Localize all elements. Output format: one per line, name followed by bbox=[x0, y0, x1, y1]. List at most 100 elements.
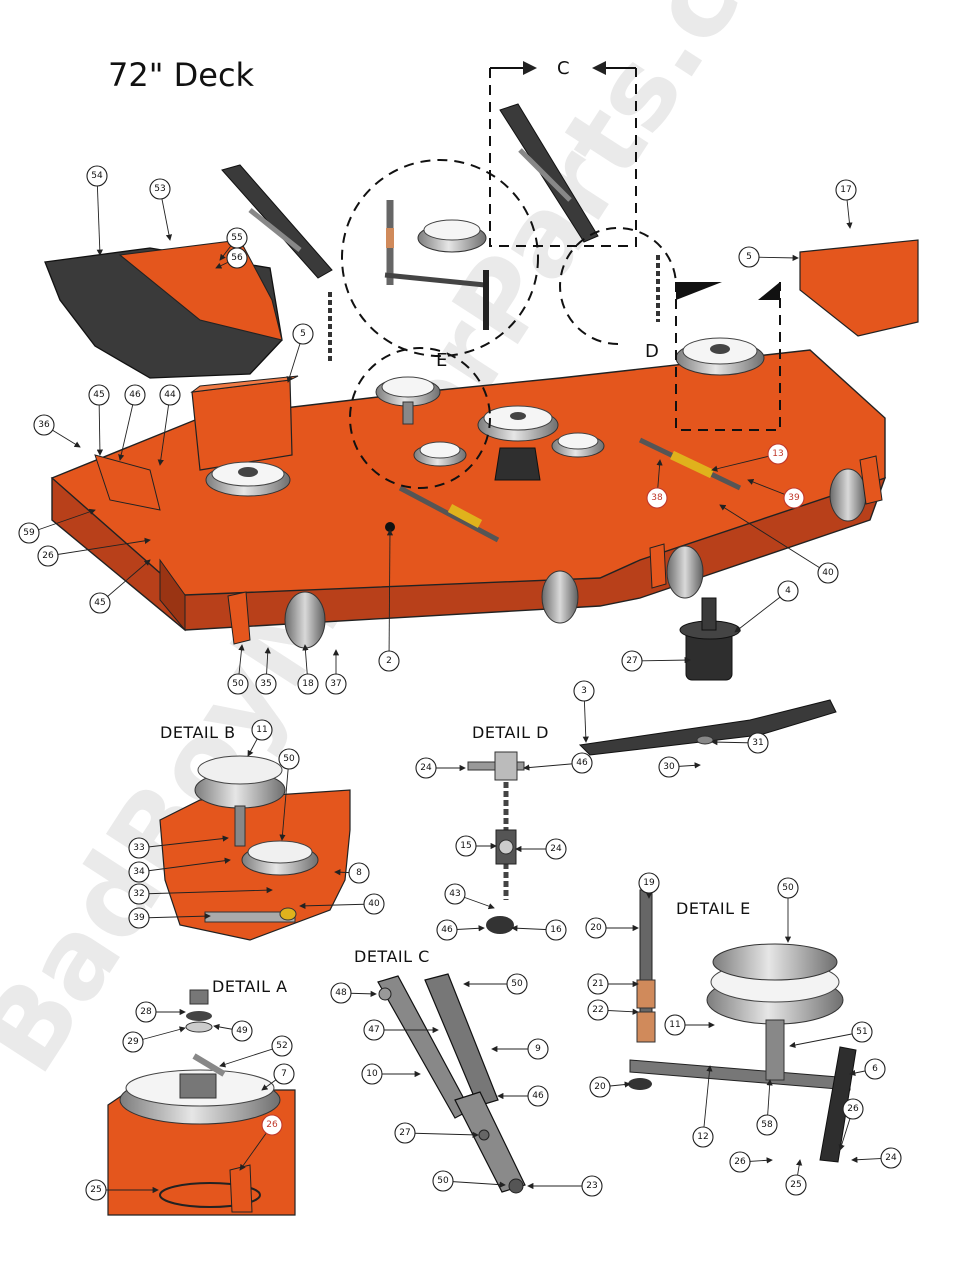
callout-number: 55 bbox=[231, 233, 242, 243]
part-callout-36: 36 bbox=[33, 414, 55, 436]
part-callout-4: 4 bbox=[777, 580, 799, 602]
part-callout-8: 8 bbox=[348, 862, 370, 884]
part-callout-39: 39 bbox=[783, 487, 805, 509]
detail-d: DETAIL D bbox=[467, 699, 837, 934]
part-callout-22: 22 bbox=[587, 999, 609, 1021]
part-callout-50: 50 bbox=[278, 748, 300, 770]
part-callout-5: 5 bbox=[738, 246, 760, 268]
callout-number: 17 bbox=[840, 185, 851, 195]
callout-number: 26 bbox=[42, 551, 54, 561]
callout-number: 5 bbox=[746, 252, 752, 262]
part-callout-11: 11 bbox=[664, 1014, 686, 1036]
part-callout-52: 52 bbox=[271, 1035, 293, 1057]
part-callout-50: 50 bbox=[227, 673, 249, 695]
part-callout-46: 46 bbox=[124, 384, 146, 406]
detail-e-label: DETAIL E bbox=[676, 899, 751, 918]
mower-blade bbox=[578, 699, 837, 756]
callout-number: 13 bbox=[772, 449, 783, 459]
deck-top-surface bbox=[50, 349, 886, 596]
part-callout-31: 31 bbox=[747, 732, 769, 754]
part-callout-17: 17 bbox=[835, 179, 857, 201]
callout-number: 10 bbox=[366, 1069, 378, 1079]
callout-number: 51 bbox=[856, 1027, 867, 1037]
deck-pulley-right-small bbox=[551, 432, 605, 458]
callout-number: 47 bbox=[368, 1025, 379, 1035]
part-callout-38: 38 bbox=[646, 487, 668, 509]
part-callout-2: 2 bbox=[378, 650, 400, 672]
callout-number: 54 bbox=[91, 171, 103, 181]
part-callout-45: 45 bbox=[89, 592, 111, 614]
callout-number: 50 bbox=[511, 979, 523, 989]
part-callout-34: 34 bbox=[128, 861, 150, 883]
anti-scalp-wheel-4 bbox=[829, 468, 867, 522]
callout-leader bbox=[279, 758, 290, 841]
callout-number: 24 bbox=[420, 763, 432, 773]
callout-number: 32 bbox=[133, 889, 144, 899]
part-callout-32: 32 bbox=[128, 883, 150, 905]
part-callout-35: 35 bbox=[255, 673, 277, 695]
part-callout-24: 24 bbox=[545, 838, 567, 860]
part-callout-40: 40 bbox=[363, 893, 385, 915]
callout-number: 39 bbox=[133, 913, 145, 923]
callout-leader bbox=[96, 175, 103, 256]
callout-number: 30 bbox=[663, 762, 675, 772]
callout-number: 20 bbox=[590, 923, 602, 933]
part-callout-16: 16 bbox=[545, 919, 567, 941]
callout-number: 26 bbox=[847, 1104, 859, 1114]
part-callout-50: 50 bbox=[432, 1170, 454, 1192]
detail-b: DETAIL B bbox=[159, 723, 351, 941]
callout-number: 40 bbox=[368, 899, 380, 909]
deck-front-flange bbox=[159, 558, 186, 632]
part-callout-26: 26 bbox=[37, 545, 59, 567]
part-callout-24: 24 bbox=[880, 1147, 902, 1169]
callout-leader bbox=[138, 835, 229, 849]
callout-number: 44 bbox=[164, 390, 176, 400]
part-callout-3: 3 bbox=[573, 680, 595, 702]
anti-scalp-wheel-2 bbox=[541, 570, 579, 624]
part-callout-12: 12 bbox=[692, 1126, 714, 1148]
callout-number: 24 bbox=[885, 1153, 897, 1163]
callout-number: 50 bbox=[437, 1176, 449, 1186]
callout-number: 46 bbox=[129, 390, 141, 400]
callout-number: 26 bbox=[734, 1157, 746, 1167]
callout-number: 34 bbox=[133, 867, 145, 877]
deck-hanger-arm-c bbox=[499, 103, 599, 243]
callout-number: 45 bbox=[94, 598, 105, 608]
spindle-assembly bbox=[679, 597, 741, 681]
callout-leader bbox=[404, 1131, 479, 1139]
view-label-d: D bbox=[645, 341, 659, 362]
turnbuckle-left bbox=[398, 485, 500, 543]
part-callout-55: 55 bbox=[226, 227, 248, 249]
part-callout-21: 21 bbox=[587, 973, 609, 995]
callout-leader bbox=[702, 1065, 713, 1138]
part-callout-48: 48 bbox=[330, 982, 352, 1004]
callout-number: 36 bbox=[38, 420, 50, 430]
callout-leader bbox=[138, 913, 211, 920]
detail-a-label: DETAIL A bbox=[212, 977, 288, 996]
part-callout-37: 37 bbox=[325, 673, 347, 695]
part-callout-15: 15 bbox=[455, 835, 477, 857]
part-callout-53: 53 bbox=[149, 178, 171, 200]
callout-leader bbox=[386, 529, 394, 662]
part-callout-46: 46 bbox=[571, 752, 593, 774]
callout-number: 50 bbox=[232, 679, 244, 689]
callout-leader bbox=[118, 394, 136, 461]
callout-leader bbox=[789, 1031, 863, 1049]
callout-number: 6 bbox=[872, 1064, 878, 1074]
callout-leader bbox=[99, 559, 151, 604]
turnbuckle-right bbox=[638, 437, 742, 491]
callout-leader bbox=[138, 857, 231, 873]
anti-scalp-wheel-1 bbox=[284, 591, 326, 649]
callout-number: 28 bbox=[140, 1007, 152, 1017]
detail-b-label: DETAIL B bbox=[160, 723, 236, 742]
callout-leader bbox=[219, 1045, 283, 1068]
callout-number: 40 bbox=[822, 568, 834, 578]
callout-number: 46 bbox=[532, 1091, 544, 1101]
part-callout-9: 9 bbox=[527, 1038, 549, 1060]
callout-number: 22 bbox=[592, 1005, 603, 1015]
page-title: 72" Deck bbox=[108, 56, 255, 94]
part-callout-56: 56 bbox=[226, 247, 248, 269]
callout-number: 39 bbox=[788, 493, 800, 503]
